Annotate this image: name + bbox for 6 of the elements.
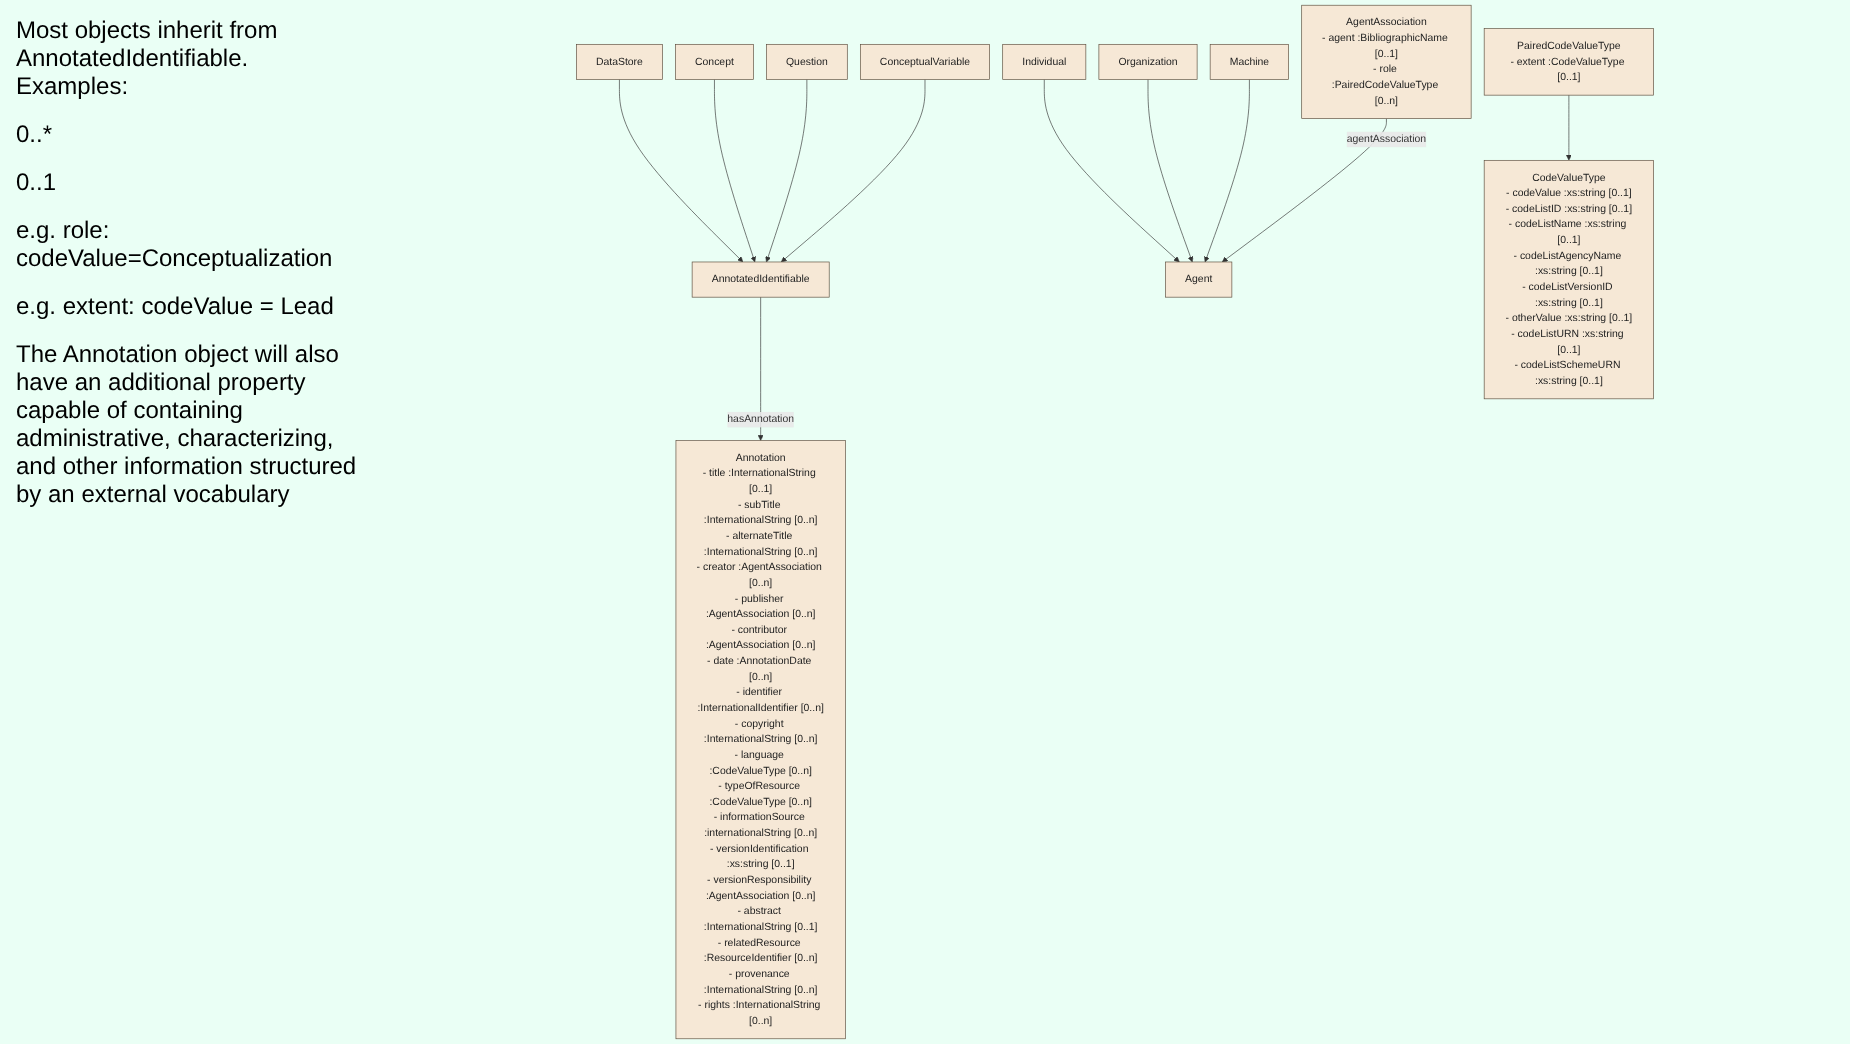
note-text: The Annotation object will also have an additional property capable of containing administrative, characterizing, and other information structured by an external vocabulary <box>16 340 359 508</box>
note-text: 0..* <box>16 120 55 148</box>
note-text: e.g. extent: codeValue = Lead <box>16 292 336 320</box>
note-text: Most objects inherit from AnnotatedIdentifiable. Examples: <box>16 16 280 100</box>
note-text: 0..1 <box>16 168 59 196</box>
note-text: e.g. role: codeValue=Conceptualization <box>16 216 335 272</box>
